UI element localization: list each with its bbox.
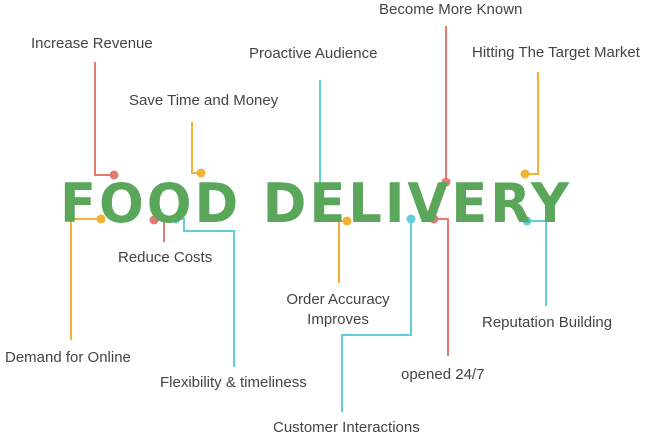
dot-become-known [441, 177, 451, 187]
label-proactive-audience: Proactive Audience [249, 45, 378, 62]
dot-reduce-costs [149, 215, 159, 225]
title-graphic: FOOD DELIVERY [60, 172, 572, 235]
dot-proactive-audience [315, 186, 325, 196]
dot-save-time [196, 168, 206, 178]
connector-target-market [525, 72, 539, 175]
dot-reputation [522, 216, 532, 226]
connector-increase-revenue [94, 62, 114, 176]
diagram-title: FOOD DELIVERY [60, 172, 572, 235]
dot-opened-247 [429, 214, 439, 224]
dot-target-market [520, 169, 530, 179]
label-increase-revenue: Increase Revenue [31, 35, 153, 52]
label-demand-online: Demand for Online [5, 349, 131, 366]
label-customer-interactions: Customer Interactions [273, 419, 420, 436]
label-reduce-costs: Reduce Costs [118, 249, 213, 266]
dot-increase-revenue [109, 170, 119, 180]
label-opened-247: opened 24/7 [401, 366, 485, 383]
connector-demand-online [70, 218, 101, 340]
label-flexibility: Flexibility & timeliness [160, 374, 307, 391]
label-become-known: Become More Known [379, 1, 523, 18]
dot-demand-online [96, 214, 106, 224]
label-reputation: Reputation Building [482, 314, 613, 331]
dot-flexibility [171, 214, 181, 224]
connector-customer-interactions [341, 219, 412, 412]
connector-opened-247 [434, 218, 449, 356]
connector-flexibility [176, 218, 235, 367]
label-order-accuracy: Order Accuracy Improves [286, 291, 390, 328]
label-target-market: Hitting The Target Market [472, 44, 640, 61]
dot-order-accuracy [342, 216, 352, 226]
dot-customer-interactions [406, 214, 416, 224]
label-save-time: Save Time and Money [129, 92, 279, 109]
connector-reputation [527, 220, 547, 306]
